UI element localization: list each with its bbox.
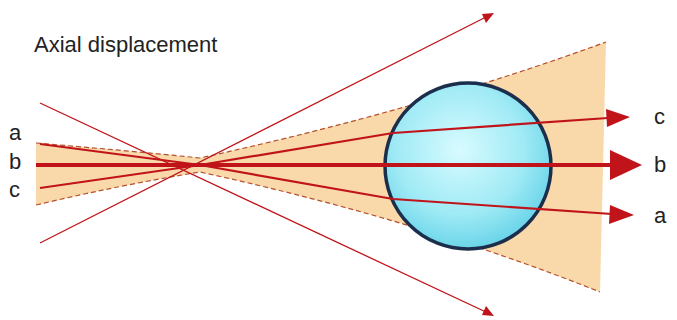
- outer-ray-head: [482, 13, 494, 23]
- outer-ray-head: [482, 306, 494, 316]
- ray-a: [40, 144, 612, 214]
- ray-label: b: [654, 154, 666, 176]
- ray-label: b: [9, 151, 21, 173]
- ray-b: [36, 163, 612, 167]
- ray-c: [40, 118, 608, 188]
- ray-label: c: [9, 179, 20, 201]
- diagram-title: Axial displacement: [34, 34, 217, 56]
- ray-label: a: [654, 205, 666, 227]
- ray-b-head: [610, 150, 642, 180]
- ray-label: a: [9, 122, 21, 144]
- ray-c-head: [606, 109, 630, 127]
- ray-a-head: [609, 205, 634, 224]
- ray-label: c: [654, 106, 665, 128]
